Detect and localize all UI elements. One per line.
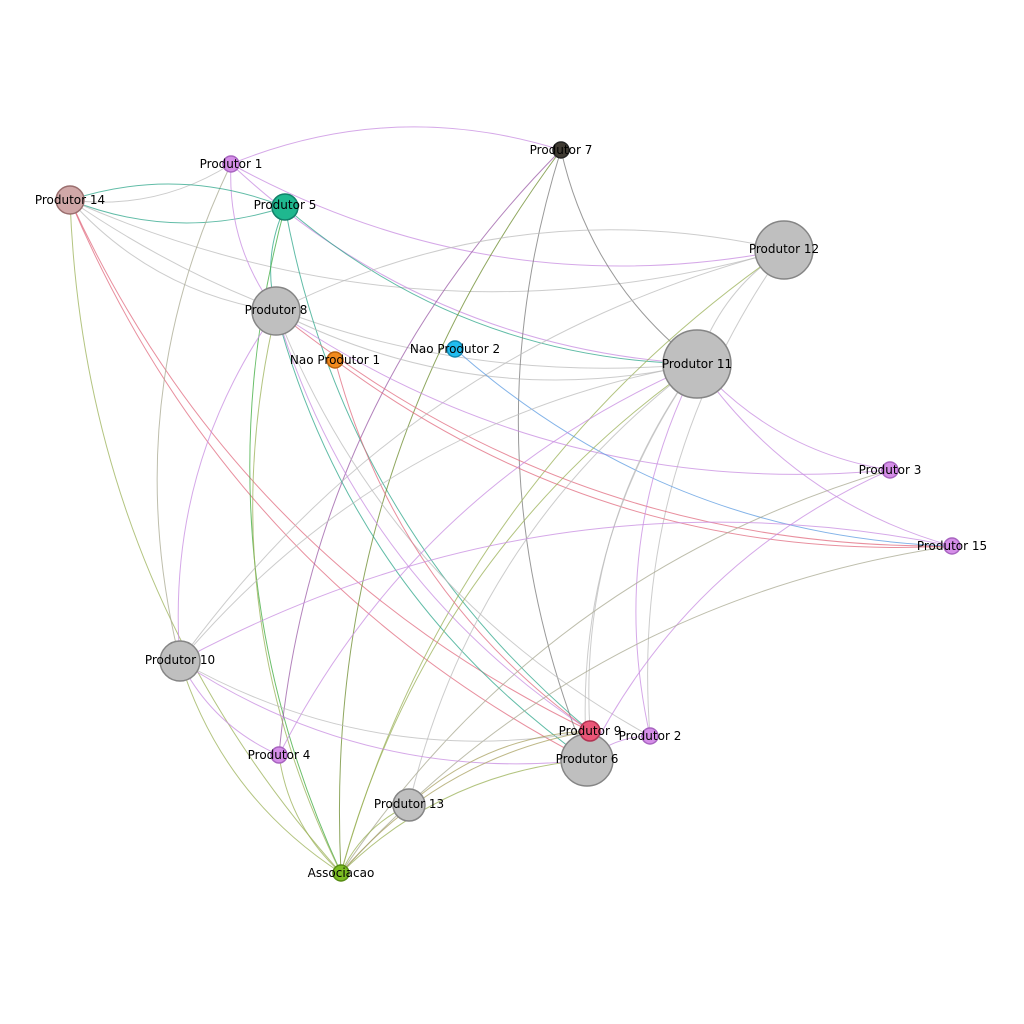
edge-p5-p9 xyxy=(284,206,591,732)
edge-p11-assoc xyxy=(340,363,698,874)
edge-p10-assoc xyxy=(179,660,342,874)
node-label-assoc: Associacao xyxy=(308,866,375,880)
node-np1[interactable] xyxy=(326,351,344,369)
node-p3[interactable] xyxy=(881,461,899,479)
edge-p9-assoc xyxy=(340,730,591,874)
node-label-p3: Produtor 3 xyxy=(859,463,922,477)
edge-p10-p6 xyxy=(179,660,588,765)
node-p1[interactable] xyxy=(222,155,240,173)
edge-p9-p13 xyxy=(408,730,591,806)
edge-p1-p10 xyxy=(156,163,232,662)
edge-p1-p12 xyxy=(230,163,785,267)
edge-p14-p1 xyxy=(69,163,232,203)
edge-p10-p9 xyxy=(179,660,591,742)
node-p9[interactable] xyxy=(579,720,601,742)
edge-p7-p1 xyxy=(230,126,562,165)
edge-p5-p14 xyxy=(69,183,286,208)
node-p14[interactable] xyxy=(55,185,85,215)
edge-p3-p6 xyxy=(586,469,891,761)
edge-p11-p15 xyxy=(696,363,953,547)
edge-p15-p10 xyxy=(179,521,953,662)
edge-p8-p10 xyxy=(177,310,277,662)
edge-np1-p15 xyxy=(334,359,953,548)
node-p12[interactable] xyxy=(754,220,814,280)
node-label-p4: Produtor 4 xyxy=(248,748,311,762)
node-p5[interactable] xyxy=(271,193,299,221)
edge-p14-p5 xyxy=(69,199,286,224)
label-layer: Produtor 1 Produtor 2 Produtor 3 Produtor 4… xyxy=(35,143,987,880)
edge-np1-p9 xyxy=(334,359,591,732)
edge-p14-p9 xyxy=(69,199,591,732)
edge-p8-assoc xyxy=(252,310,342,874)
node-label-p5: Produtor 5 xyxy=(254,198,317,212)
edge-p8-p11 xyxy=(275,310,698,381)
node-label-p12: Produtor 12 xyxy=(749,242,819,256)
edge-p7-assoc xyxy=(338,149,562,874)
node-layer xyxy=(55,141,961,882)
node-p10[interactable] xyxy=(159,640,201,682)
edge-p8-p9 xyxy=(275,310,591,732)
edge-layer xyxy=(69,126,953,874)
edge-p6-assoc xyxy=(340,759,588,874)
edge-p8-p2 xyxy=(275,310,651,737)
edge-p11-p9 xyxy=(588,363,698,732)
node-label-p9: Produtor 9 xyxy=(559,724,622,738)
node-p4[interactable] xyxy=(270,746,288,764)
edge-p14-p11 xyxy=(69,199,698,369)
edge-p11-p2 xyxy=(635,363,698,737)
edge-p11-p13 xyxy=(408,363,698,806)
node-label-p15: Produtor 15 xyxy=(917,539,987,553)
node-label-p6: Produtor 6 xyxy=(556,752,619,766)
edge-p12-p10 xyxy=(179,249,785,662)
node-p15[interactable] xyxy=(943,537,961,555)
node-label-p10: Produtor 10 xyxy=(145,653,215,667)
node-p2[interactable] xyxy=(641,727,659,745)
edge-p8-p3 xyxy=(275,310,891,475)
node-label-p7: Produtor 7 xyxy=(530,143,593,157)
node-p13[interactable] xyxy=(392,788,426,822)
edge-p11-p6 xyxy=(584,363,698,761)
node-label-p2: Produtor 2 xyxy=(619,729,682,743)
edge-p14-p12 xyxy=(69,199,785,293)
edge-p11-p4 xyxy=(278,363,698,756)
node-label-p14: Produtor 14 xyxy=(35,193,105,207)
edge-p14-assoc xyxy=(69,199,342,874)
edge-p5-p11 xyxy=(284,206,698,365)
edge-p12-p2 xyxy=(647,249,785,737)
edge-p14-p6 xyxy=(69,199,588,761)
node-label-p11: Produtor 11 xyxy=(662,357,732,371)
edge-p12-p8 xyxy=(275,229,785,312)
edge-p11-p10 xyxy=(179,363,698,662)
node-label-np2: Nao Produtor 2 xyxy=(410,342,500,356)
edge-np2-p15 xyxy=(454,348,953,547)
node-np2[interactable] xyxy=(446,340,464,358)
edge-p7-p11 xyxy=(560,149,698,365)
node-p7[interactable] xyxy=(552,141,570,159)
node-label-np1: Nao Produtor 1 xyxy=(290,353,380,367)
node-p11[interactable] xyxy=(662,329,732,399)
node-p8[interactable] xyxy=(251,286,301,336)
node-assoc[interactable] xyxy=(332,864,350,882)
edge-p7-p6 xyxy=(517,149,588,761)
node-label-p13: Produtor 13 xyxy=(374,797,444,811)
edge-p4-assoc xyxy=(278,754,342,874)
edge-p14-p8 xyxy=(69,199,277,312)
edge-p7-p4 xyxy=(278,149,562,756)
edge-p1-p11 xyxy=(230,163,698,365)
edge-p8-p15 xyxy=(275,310,953,547)
node-label-p1: Produtor 1 xyxy=(200,157,263,171)
node-label-p8: Produtor 8 xyxy=(245,303,308,317)
